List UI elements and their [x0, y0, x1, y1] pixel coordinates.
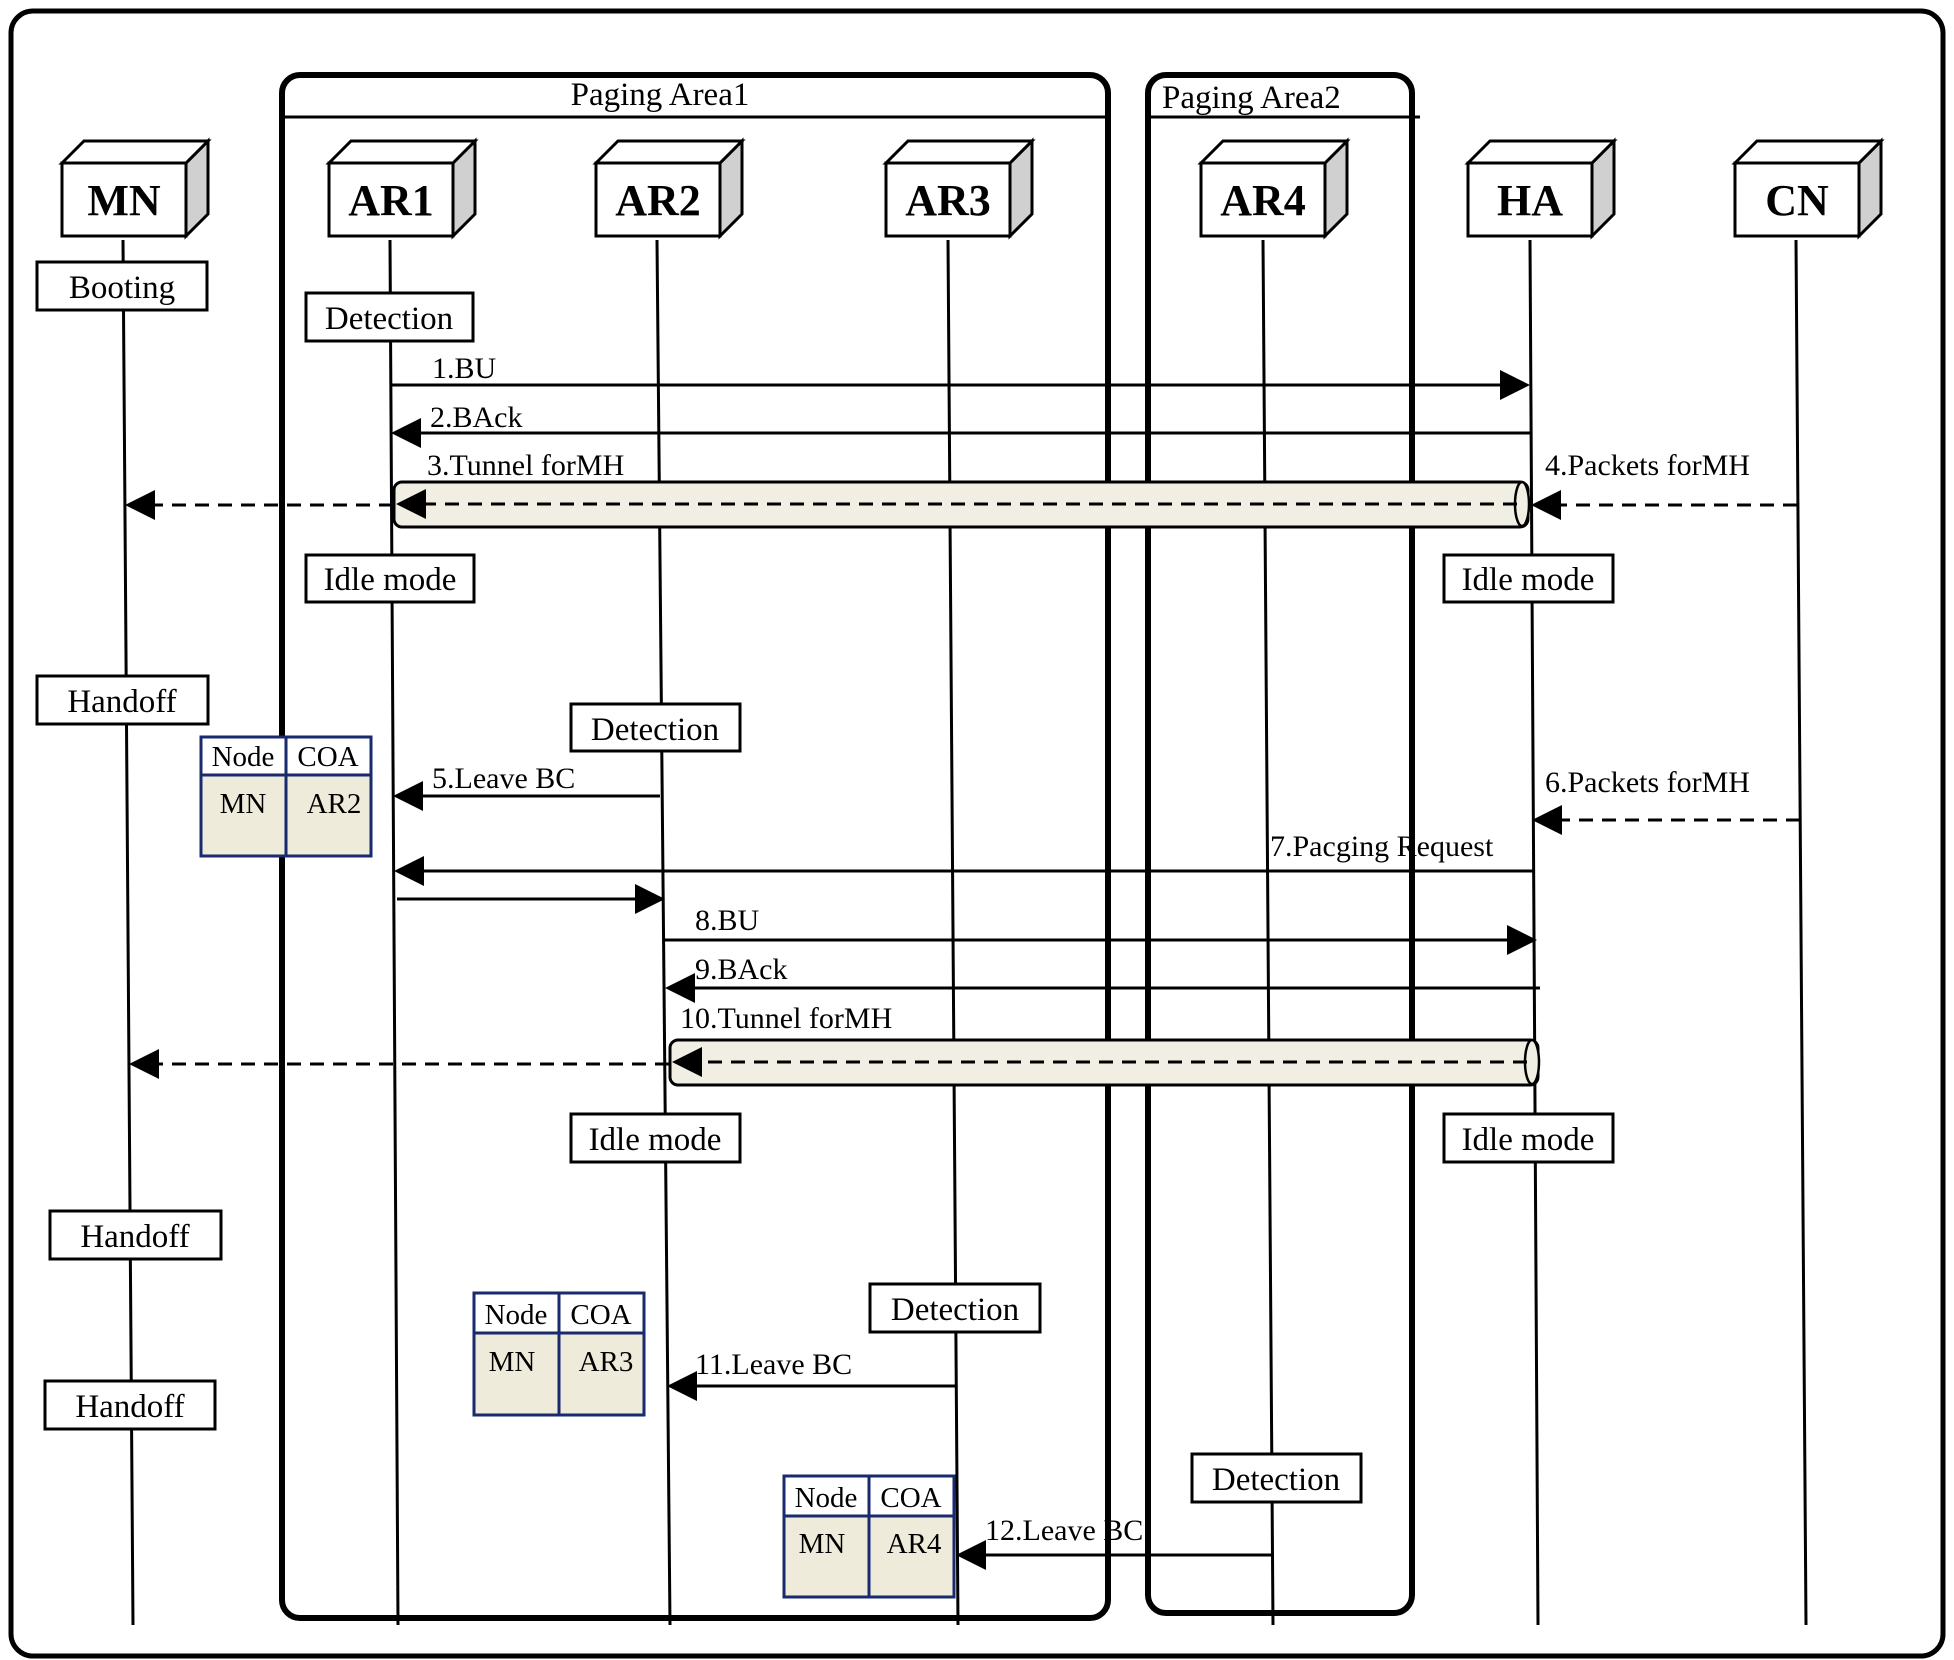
msg-2-label: 2.BAck — [430, 401, 523, 434]
node-ar1-label: AR1 — [348, 176, 434, 225]
node-ar2: AR2 — [592, 137, 746, 240]
routing-table-2: Node COA MN AR3 — [472, 1291, 646, 1417]
node-ha: HA — [1464, 137, 1618, 240]
node-ar3: AR3 — [882, 137, 1036, 240]
lifeline-ar3 — [946, 239, 960, 1626]
state-handoff-3: Handoff — [43, 1379, 217, 1431]
svg-text:Handoff: Handoff — [75, 1389, 184, 1425]
msg-8-label: 8.BU — [695, 904, 760, 937]
state-handoff-1: Handoff — [35, 674, 210, 726]
svg-text:Detection: Detection — [591, 712, 719, 748]
svg-text:Idle mode: Idle mode — [1462, 1122, 1595, 1158]
svg-text:Node: Node — [212, 741, 275, 773]
svg-text:MN: MN — [220, 788, 267, 820]
node-ar4: AR4 — [1197, 137, 1351, 240]
svg-text:Detection: Detection — [325, 301, 453, 337]
svg-text:Detection: Detection — [891, 1292, 1019, 1328]
svg-text:Idle mode: Idle mode — [324, 562, 457, 598]
svg-text:Node: Node — [795, 1482, 858, 1514]
routing-table-1: Node COA MN AR2 — [199, 735, 373, 858]
svg-text:COA: COA — [570, 1299, 631, 1331]
node-mn: MN — [58, 137, 212, 240]
svg-text:AR4: AR4 — [887, 1528, 942, 1560]
tunnel-1 — [392, 480, 1531, 529]
svg-text:COA: COA — [880, 1482, 941, 1514]
msg-4-label: 4.Packets forMH — [1545, 449, 1750, 482]
state-idle-ar2: Idle mode — [569, 1112, 742, 1164]
paging-area-2: Paging Area2 — [1145, 72, 1420, 1616]
state-idle-ha-2: Idle mode — [1442, 1112, 1615, 1164]
svg-text:COA: COA — [297, 741, 358, 773]
node-ar1: AR1 — [325, 137, 479, 240]
msg-5-label: 5.Leave BC — [432, 762, 575, 795]
message-arrows — [125, 370, 1800, 1570]
lifelines — [121, 239, 1808, 1626]
outer-frame — [8, 8, 1946, 1659]
msg-3-label: 3.Tunnel forMH — [427, 449, 624, 482]
state-booting: Booting — [35, 260, 209, 312]
paging-area-2-label: Paging Area2 — [1162, 80, 1341, 116]
node-ar3-label: AR3 — [905, 176, 991, 225]
svg-text:Handoff: Handoff — [67, 684, 176, 720]
msg-10-label: 10.Tunnel forMH — [680, 1002, 892, 1035]
paging-area-1: Paging Area1 — [279, 72, 1111, 1621]
lifeline-ar1 — [388, 239, 400, 1626]
msg-6-label: 6.Packets forMH — [1545, 766, 1750, 799]
msg-11-label: 11.Leave BC — [695, 1348, 852, 1381]
paging-area-1-label: Paging Area1 — [571, 77, 750, 113]
lifeline-ar2 — [655, 239, 672, 1626]
lifeline-ha — [1528, 239, 1540, 1626]
svg-text:MN: MN — [489, 1346, 536, 1378]
state-handoff-2: Handoff — [48, 1209, 223, 1261]
msg-9-label: 9.BAck — [695, 953, 788, 986]
state-detection-ar3: Detection — [868, 1282, 1042, 1334]
svg-text:AR2: AR2 — [307, 788, 362, 820]
state-idle-ha-1: Idle mode — [1442, 553, 1615, 604]
node-cn-label: CN — [1765, 176, 1829, 225]
svg-text:Idle mode: Idle mode — [589, 1122, 722, 1158]
msg-1-label: 1.BU — [432, 352, 497, 385]
svg-text:Booting: Booting — [69, 270, 175, 306]
node-mn-label: MN — [87, 176, 161, 225]
svg-text:Handoff: Handoff — [80, 1219, 189, 1255]
node-ar2-label: AR2 — [615, 176, 701, 225]
node-ha-label: HA — [1497, 176, 1563, 225]
node-ar4-label: AR4 — [1220, 176, 1306, 225]
svg-text:MN: MN — [799, 1528, 846, 1560]
msg-7-label: 7.Pacging Request — [1270, 830, 1494, 863]
lifeline-ar4 — [1261, 239, 1275, 1626]
state-detection-ar2: Detection — [569, 702, 742, 753]
tunnel-2 — [668, 1038, 1541, 1087]
msg-12-label: 12.Leave BC — [985, 1514, 1143, 1547]
svg-text:AR3: AR3 — [579, 1346, 634, 1378]
state-detection-ar4: Detection — [1190, 1452, 1363, 1504]
routing-table-3: Node COA MN AR4 — [782, 1474, 956, 1599]
message-labels: 1.BU 2.BAck 3.Tunnel forMH 4.Packets for… — [427, 352, 1750, 1547]
lifeline-cn — [1794, 239, 1808, 1626]
state-idle-ar1: Idle mode — [304, 553, 476, 604]
node-cn: CN — [1731, 137, 1885, 240]
svg-text:Detection: Detection — [1212, 1462, 1340, 1498]
state-detection-ar1: Detection — [304, 291, 475, 343]
svg-text:Node: Node — [485, 1299, 548, 1331]
svg-text:Idle mode: Idle mode — [1462, 562, 1595, 598]
